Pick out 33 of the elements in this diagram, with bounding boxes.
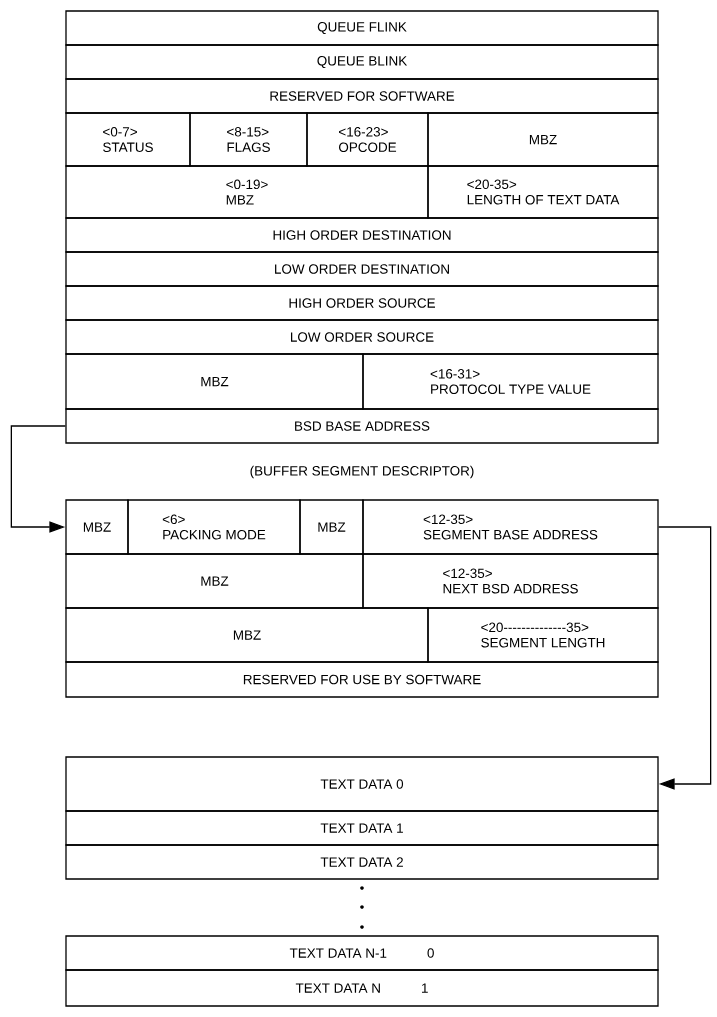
field-cell: LOW ORDER DESTINATION bbox=[65, 251, 659, 287]
caption-text: (BUFFER SEGMENT DESCRIPTOR) bbox=[250, 465, 474, 479]
field-cell: LOW ORDER SOURCE bbox=[65, 319, 659, 355]
field-cell: MBZ bbox=[65, 553, 364, 609]
field-cell: TEXT DATA 0 bbox=[65, 756, 659, 812]
field-cell: MBZ bbox=[65, 353, 364, 410]
field-cell: MBZ bbox=[65, 607, 429, 663]
field-cell: QUEUE FLINK bbox=[65, 10, 659, 46]
field-cell: <6> PACKING MODE bbox=[127, 499, 301, 555]
field-cell: RESERVED FOR SOFTWARE bbox=[65, 78, 659, 114]
field-cell: MBZ bbox=[427, 112, 659, 167]
field-cell: <0-19> MBZ bbox=[65, 165, 429, 219]
field-cell: RESERVED FOR USE BY SOFTWARE bbox=[65, 661, 659, 698]
field-cell: MBZ bbox=[299, 499, 364, 555]
field-cell: HIGH ORDER DESTINATION bbox=[65, 217, 659, 253]
field-cell: <16-31> PROTOCOL TYPE VALUE bbox=[362, 353, 659, 410]
field-cell: QUEUE BLINK bbox=[65, 44, 659, 80]
field-cell: <20-35> LENGTH OF TEXT DATA bbox=[427, 165, 659, 219]
field-cell: BSD BASE ADDRESS bbox=[65, 408, 659, 444]
field-cell: TEXT DATA 1 bbox=[65, 810, 659, 846]
field-cell: <0-7> STATUS bbox=[65, 112, 191, 167]
field-cell: <12-35> NEXT BSD ADDRESS bbox=[362, 553, 659, 609]
field-cell: TEXT DATA N 1 bbox=[65, 969, 659, 1007]
field-cell: TEXT DATA N-1 0 bbox=[65, 935, 659, 971]
field-cell: <20--------------35> SEGMENT LENGTH bbox=[427, 607, 659, 663]
field-cell: MBZ bbox=[65, 499, 129, 555]
field-cell: <16-23> OPCODE bbox=[306, 112, 429, 167]
field-cell: <8-15> FLAGS bbox=[189, 112, 308, 167]
field-cell: HIGH ORDER SOURCE bbox=[65, 285, 659, 321]
field-cell: TEXT DATA 2 bbox=[65, 844, 659, 880]
field-cell: <12-35> SEGMENT BASE ADDRESS bbox=[362, 499, 659, 555]
arrow bbox=[658, 526, 712, 790]
arrow bbox=[10, 425, 66, 533]
